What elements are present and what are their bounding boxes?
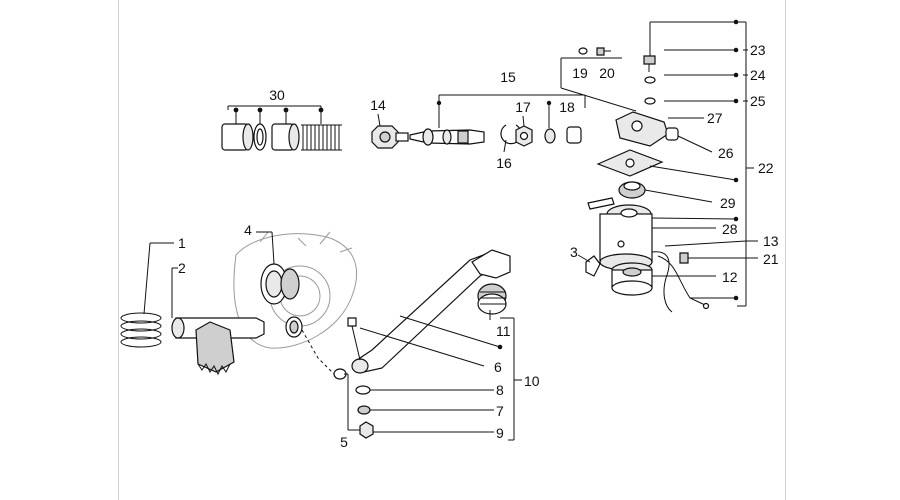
callout-label: 8: [496, 382, 504, 398]
diagram-sheet: [118, 0, 786, 500]
kick-start-mechanism: 4 1 2: [120, 222, 358, 376]
callout-label: 7: [496, 403, 504, 419]
part-group-15: 15 16 17 18: [409, 69, 586, 171]
callout-label: 22: [758, 160, 774, 176]
callout-label: 27: [707, 110, 723, 126]
part-group-10: 10 11 6 8 7 9 5: [333, 249, 540, 450]
callout-label: 29: [720, 195, 736, 211]
callout-label: 18: [559, 99, 575, 115]
callout-label: 21: [763, 251, 779, 267]
callout-label: 13: [763, 233, 779, 249]
callout-label: 20: [599, 65, 615, 81]
callout-label: 6: [494, 359, 502, 375]
callout-label: 2: [178, 260, 186, 276]
callout-label: 1: [178, 235, 186, 251]
part-group-22: 22 23 24 25 27 26: [570, 19, 779, 313]
callout-label: 28: [722, 221, 738, 237]
callout-label: 11: [496, 323, 511, 339]
callout-label: 9: [496, 425, 504, 441]
callout-label: 15: [500, 69, 516, 85]
callout-label: 3: [570, 244, 578, 260]
callout-label: 10: [524, 373, 540, 389]
callout-label: 17: [515, 99, 531, 115]
callout-label: 5: [340, 434, 348, 450]
callout-label: 24: [750, 67, 766, 83]
callout-label: 4: [244, 222, 252, 238]
part-14: 14: [370, 97, 409, 149]
part-group-30: 30: [221, 87, 342, 151]
callout-label: 16: [496, 155, 512, 171]
callout-label: 23: [750, 42, 766, 58]
parts-19-20: 19 20: [560, 47, 637, 112]
callout-label: 26: [718, 145, 734, 161]
callout-label: 25: [750, 93, 766, 109]
callout-label: 14: [370, 97, 386, 113]
callout-label: 12: [722, 269, 738, 285]
callout-label: 30: [269, 87, 285, 103]
callout-label: 19: [572, 65, 588, 81]
